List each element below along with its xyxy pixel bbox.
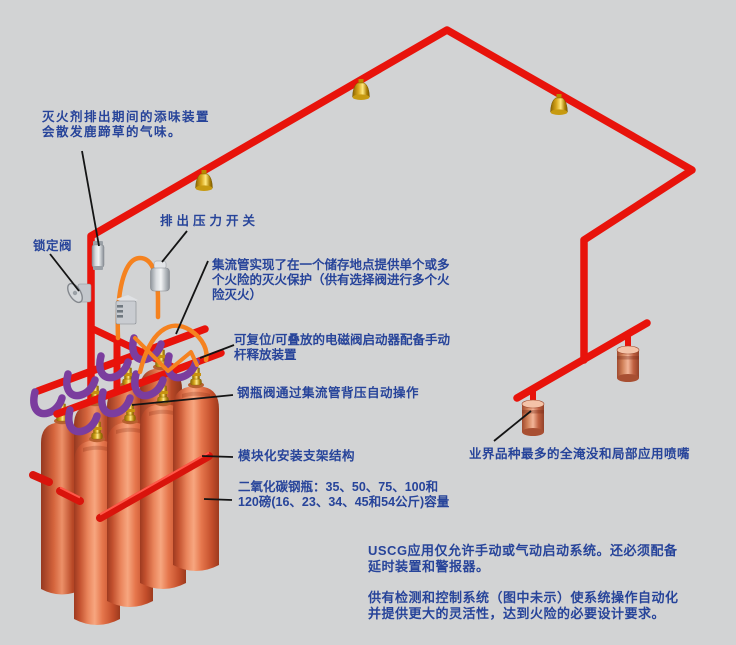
pressure-switch-device (150, 260, 170, 292)
uscg-note: USCG应用仅允许手动或气动启动系统。还必须配备 延时装置和警报器。 (368, 543, 678, 574)
lockout-valve-label: 锁定阀 (33, 239, 73, 253)
main-pipe (87, 26, 696, 406)
actuator-label-line2: 杆释放装置 (234, 348, 297, 362)
manifold-label: 集流管实现了在一个储存地点提供单个或多 个火险的灭火保护（供有选择阀进行多个火 … (212, 258, 450, 303)
manifold-label-line3: 险灭火） (212, 288, 263, 302)
callout-manifold (175, 260, 209, 335)
odorizer-label-line1: 灭火剂排出期间的添味装置 (42, 110, 211, 124)
callout-cylinders (203, 498, 233, 501)
co2-cylinders-label-line1: 二氧化碳钢瓶：35、50、75、100和 (238, 480, 439, 494)
mounting-bracket-label: 模块化安装支架结构 (238, 449, 356, 463)
co2-cylinders-label-line2: 120磅(16、23、34、45和54公斤)容量 (238, 495, 450, 509)
actuator-label-line1: 可复位/可叠放的电磁阀启动器配备手动 (234, 333, 450, 347)
actuator-label: 可复位/可叠放的电磁阀启动器配备手动 杆释放装置 (234, 333, 450, 363)
odorizer-label: 灭火剂排出期间的添味装置 会散发鹿蹄草的气味。 (42, 110, 210, 140)
uscg-note-line2: 延时装置和警报器。 (368, 558, 490, 574)
callout-odorizer (81, 150, 100, 247)
callout-nozzle (493, 410, 532, 442)
mounting-bracket (29, 451, 213, 522)
manifold-label-line2: 个火险的灭火保护（供有选择阀进行多个火 (212, 273, 450, 287)
co2-cylinders-label: 二氧化碳钢瓶：35、50、75、100和 120磅(16、23、34、45和54… (238, 480, 449, 510)
lockout-valve-device (67, 282, 92, 304)
uscg-note-line1: USCG应用仅允许手动或气动启动系统。还必须配备 (368, 543, 678, 558)
pressure-switch-label: 排出压力开关 (160, 214, 260, 228)
callout-cylinder-valve (131, 394, 234, 406)
callout-actuator (199, 344, 235, 359)
callout-bracket (201, 455, 234, 458)
detection-note-line1: 供有检测和控制系统（图中未示）使系统操作自动化 (368, 590, 679, 605)
detection-note-line2: 并提供更大的灵活性，达到火险的必要设计要求。 (368, 605, 666, 621)
manifold-label-line1: 集流管实现了在一个储存地点提供单个或多 (212, 258, 450, 272)
copper-nozzle-icon (616, 345, 640, 383)
cylinder-valve-label: 钢瓶阀通过集流管背压自动操作 (237, 386, 420, 400)
copper-nozzle-icon (521, 399, 545, 437)
solenoid-actuator-device (115, 295, 138, 325)
detection-note: 供有检测和控制系统（图中未示）使系统操作自动化 并提供更大的灵活性，达到火险的必… (368, 590, 679, 621)
odorizer-label-line2: 会散发鹿蹄草的气味。 (42, 125, 183, 139)
callout-pressure-switch (161, 230, 188, 263)
nozzles-label: 业界品种最多的全淹没和局部应用喷嘴 (469, 447, 691, 461)
callout-lines (49, 150, 532, 501)
callout-lockout-valve (49, 253, 80, 292)
